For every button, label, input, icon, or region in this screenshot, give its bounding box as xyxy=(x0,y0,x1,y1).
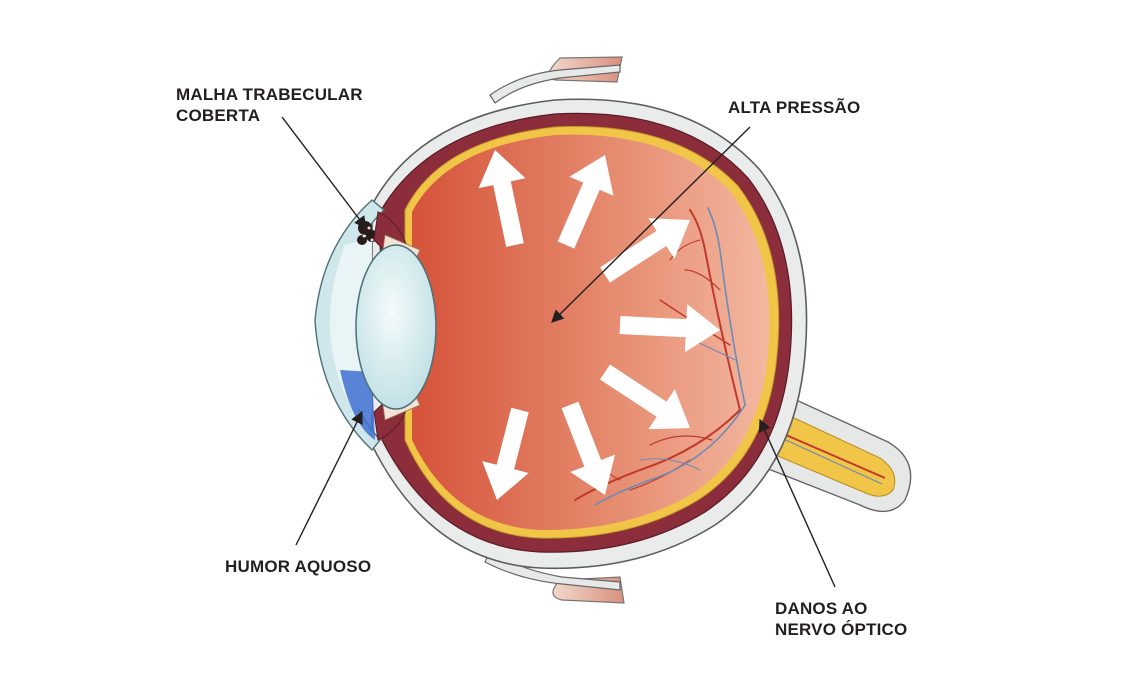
pressure-arrow-6 xyxy=(482,407,529,500)
aqueous-humor xyxy=(340,370,375,440)
lens xyxy=(355,244,437,410)
label-high-pressure: ALTA PRESSÃO xyxy=(728,97,860,118)
leader-line-high-pressure xyxy=(551,126,751,323)
pressure-arrow-5 xyxy=(600,364,690,430)
leader-line-trabecular xyxy=(281,116,367,230)
pressure-arrow-4 xyxy=(619,304,720,353)
leader-line-optic-nerve xyxy=(758,418,836,588)
pressure-arrow-3 xyxy=(600,218,690,283)
label-trabecular-meshwork: MALHA TRABECULAR COBERTA xyxy=(176,84,363,126)
pressure-arrow-7 xyxy=(561,401,615,495)
upper-eye-muscle xyxy=(489,56,623,104)
label-optic-line1: DANOS AO xyxy=(775,599,868,618)
leader-line-aqueous xyxy=(295,410,363,546)
label-optic-line2: NERVO ÓPTICO xyxy=(775,620,908,639)
label-trabecular-line2: COBERTA xyxy=(176,106,261,125)
pressure-arrow-2 xyxy=(557,155,614,249)
label-high-pressure-text: ALTA PRESSÃO xyxy=(728,98,861,117)
label-aqueous-text: HUMOR AQUOSO xyxy=(225,557,372,576)
pressure-arrows xyxy=(478,150,720,500)
label-trabecular-line1: MALHA TRABECULAR xyxy=(176,85,363,104)
label-aqueous-humor: HUMOR AQUOSO xyxy=(225,556,371,577)
label-optic-nerve-damage: DANOS AO NERVO ÓPTICO xyxy=(775,598,907,640)
pressure-arrow-1 xyxy=(478,150,526,247)
